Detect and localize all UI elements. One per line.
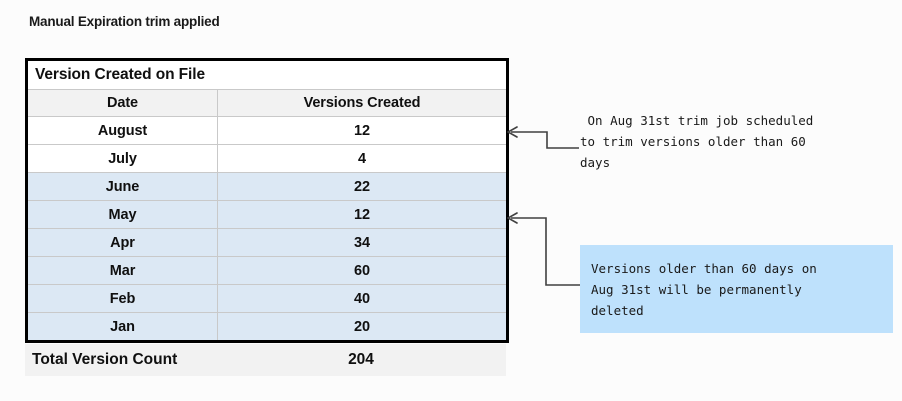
cell-date: Jan xyxy=(25,312,218,343)
table-row: Jan 20 xyxy=(25,312,510,343)
annotation-1-connector-arrow xyxy=(507,126,579,149)
cell-versions: 34 xyxy=(216,228,510,257)
table-row: May 12 xyxy=(25,200,510,229)
table-row: Apr 34 xyxy=(25,228,510,257)
cell-versions: 12 xyxy=(216,116,510,145)
cell-date: Feb xyxy=(25,284,218,313)
table-header-row: Date Versions Created xyxy=(25,89,510,117)
cell-date: August xyxy=(25,116,218,145)
version-table: Version Created on File Date Versions Cr… xyxy=(24,58,510,376)
total-version-count-value: 204 xyxy=(216,344,506,376)
table-caption: Version Created on File xyxy=(24,58,510,90)
cell-versions: 4 xyxy=(216,144,510,173)
table-row: August 12 xyxy=(25,116,510,145)
version-created-table: Version Created on File Date Versions Cr… xyxy=(24,58,510,343)
total-version-count-label: Total Version Count xyxy=(25,344,216,376)
cell-versions: 20 xyxy=(216,312,510,343)
cell-date: Mar xyxy=(25,256,218,285)
cell-versions: 40 xyxy=(216,284,510,313)
table-row: Mar 60 xyxy=(25,256,510,285)
table-row: July 4 xyxy=(25,144,510,173)
total-row: Total Version Count 204 xyxy=(25,344,506,376)
cell-versions: 12 xyxy=(216,200,510,229)
page-title: Manual Expiration trim applied xyxy=(29,14,220,29)
annotation-2-connector-arrow xyxy=(507,212,580,286)
column-header-date: Date xyxy=(25,89,218,117)
annotation-permanent-delete-box: Versions older than 60 days on Aug 31st … xyxy=(580,245,893,333)
cell-date: Apr xyxy=(25,228,218,257)
column-header-versions-created: Versions Created xyxy=(216,89,510,117)
table-caption-row: Version Created on File xyxy=(24,58,510,90)
cell-versions: 22 xyxy=(216,172,510,201)
cell-date: July xyxy=(25,144,218,173)
cell-date: June xyxy=(25,172,218,201)
total-row-table: Total Version Count 204 xyxy=(25,344,506,376)
cell-date: May xyxy=(25,200,218,229)
table-row: Feb 40 xyxy=(25,284,510,313)
cell-versions: 60 xyxy=(216,256,510,285)
annotation-permanent-delete-text: Versions older than 60 days on Aug 31st … xyxy=(591,261,817,318)
annotation-trim-job-scheduled: On Aug 31st trim job scheduled to trim v… xyxy=(580,113,814,170)
table-row: June 22 xyxy=(25,172,510,201)
